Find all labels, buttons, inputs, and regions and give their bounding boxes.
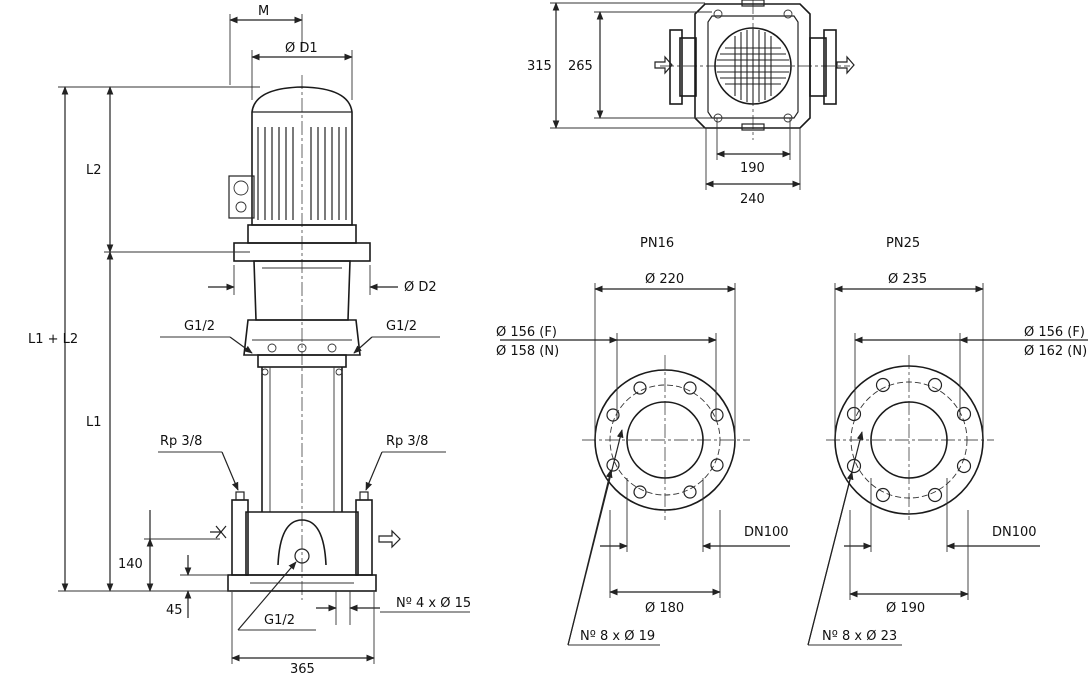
dim-315-label: 315 [527,59,552,74]
pn16-outer-label: Ø 220 [645,272,684,287]
dim-l2-label: L2 [86,163,102,178]
pn16-bolt-circle-label: Ø 180 [645,601,684,616]
dim-365-label: 365 [290,662,315,677]
dim-140-label: 140 [118,557,143,572]
dim-m-label: M [258,4,269,19]
flange-pn25: PN25 Ø 235 Ø 156 (F) Ø 162 (N) DN100 [807,236,1088,646]
g12-left-label: G1/2 [184,319,215,334]
pn16-holes-label: Nº 8 x Ø 19 [580,629,655,644]
rp38-right-label: Rp 3/8 [386,434,428,449]
pn25-holes-label: Nº 8 x Ø 23 [822,629,897,644]
dim-d2-label: Ø D2 [404,280,437,295]
pn25-title: PN25 [886,236,920,251]
pn16-title: PN16 [640,236,674,251]
dim-190-label: 190 [740,161,765,176]
dim-45-label: 45 [166,603,183,618]
pn25-pcd-f-label: Ø 156 (F) [1024,325,1085,340]
dim-265-label: 265 [568,59,593,74]
pn25-outer-label: Ø 235 [888,272,927,287]
pump-top-view: 315 265 190 240 [527,0,855,207]
rp38-left-label: Rp 3/8 [160,434,202,449]
pn16-dn-label: DN100 [744,525,789,540]
pn16-pcd-n-label: Ø 158 (N) [496,344,559,359]
motor-body [228,86,357,244]
dim-l1-l2-label: L1 + L2 [28,332,78,347]
base-holes-label: Nº 4 x Ø 15 [396,596,471,611]
lantern-bracket [233,242,371,356]
dim-240-label: 240 [740,192,765,207]
g12-right-label: G1/2 [386,319,417,334]
pn16-pcd-f-label: Ø 156 (F) [496,325,557,340]
pump-base [210,491,401,592]
g12-bottom-label: G1/2 [264,613,295,628]
dim-d1-label: Ø D1 [285,41,318,56]
pn25-pcd-n-label: Ø 162 (N) [1024,344,1087,359]
pump-column [257,354,347,512]
flange-pn16: PN16 Ø 220 Ø 156 (F) Ø 158 (N) DN100 [496,236,790,646]
pn25-bolt-circle-label: Ø 190 [886,601,925,616]
fan-grille [716,29,790,103]
pn25-dn-label: DN100 [992,525,1037,540]
pump-side-view: M Ø D1 L1 + L2 L2 L1 Ø D2 G1/2 G1/2 [28,4,471,677]
dim-l1-label: L1 [86,415,102,430]
